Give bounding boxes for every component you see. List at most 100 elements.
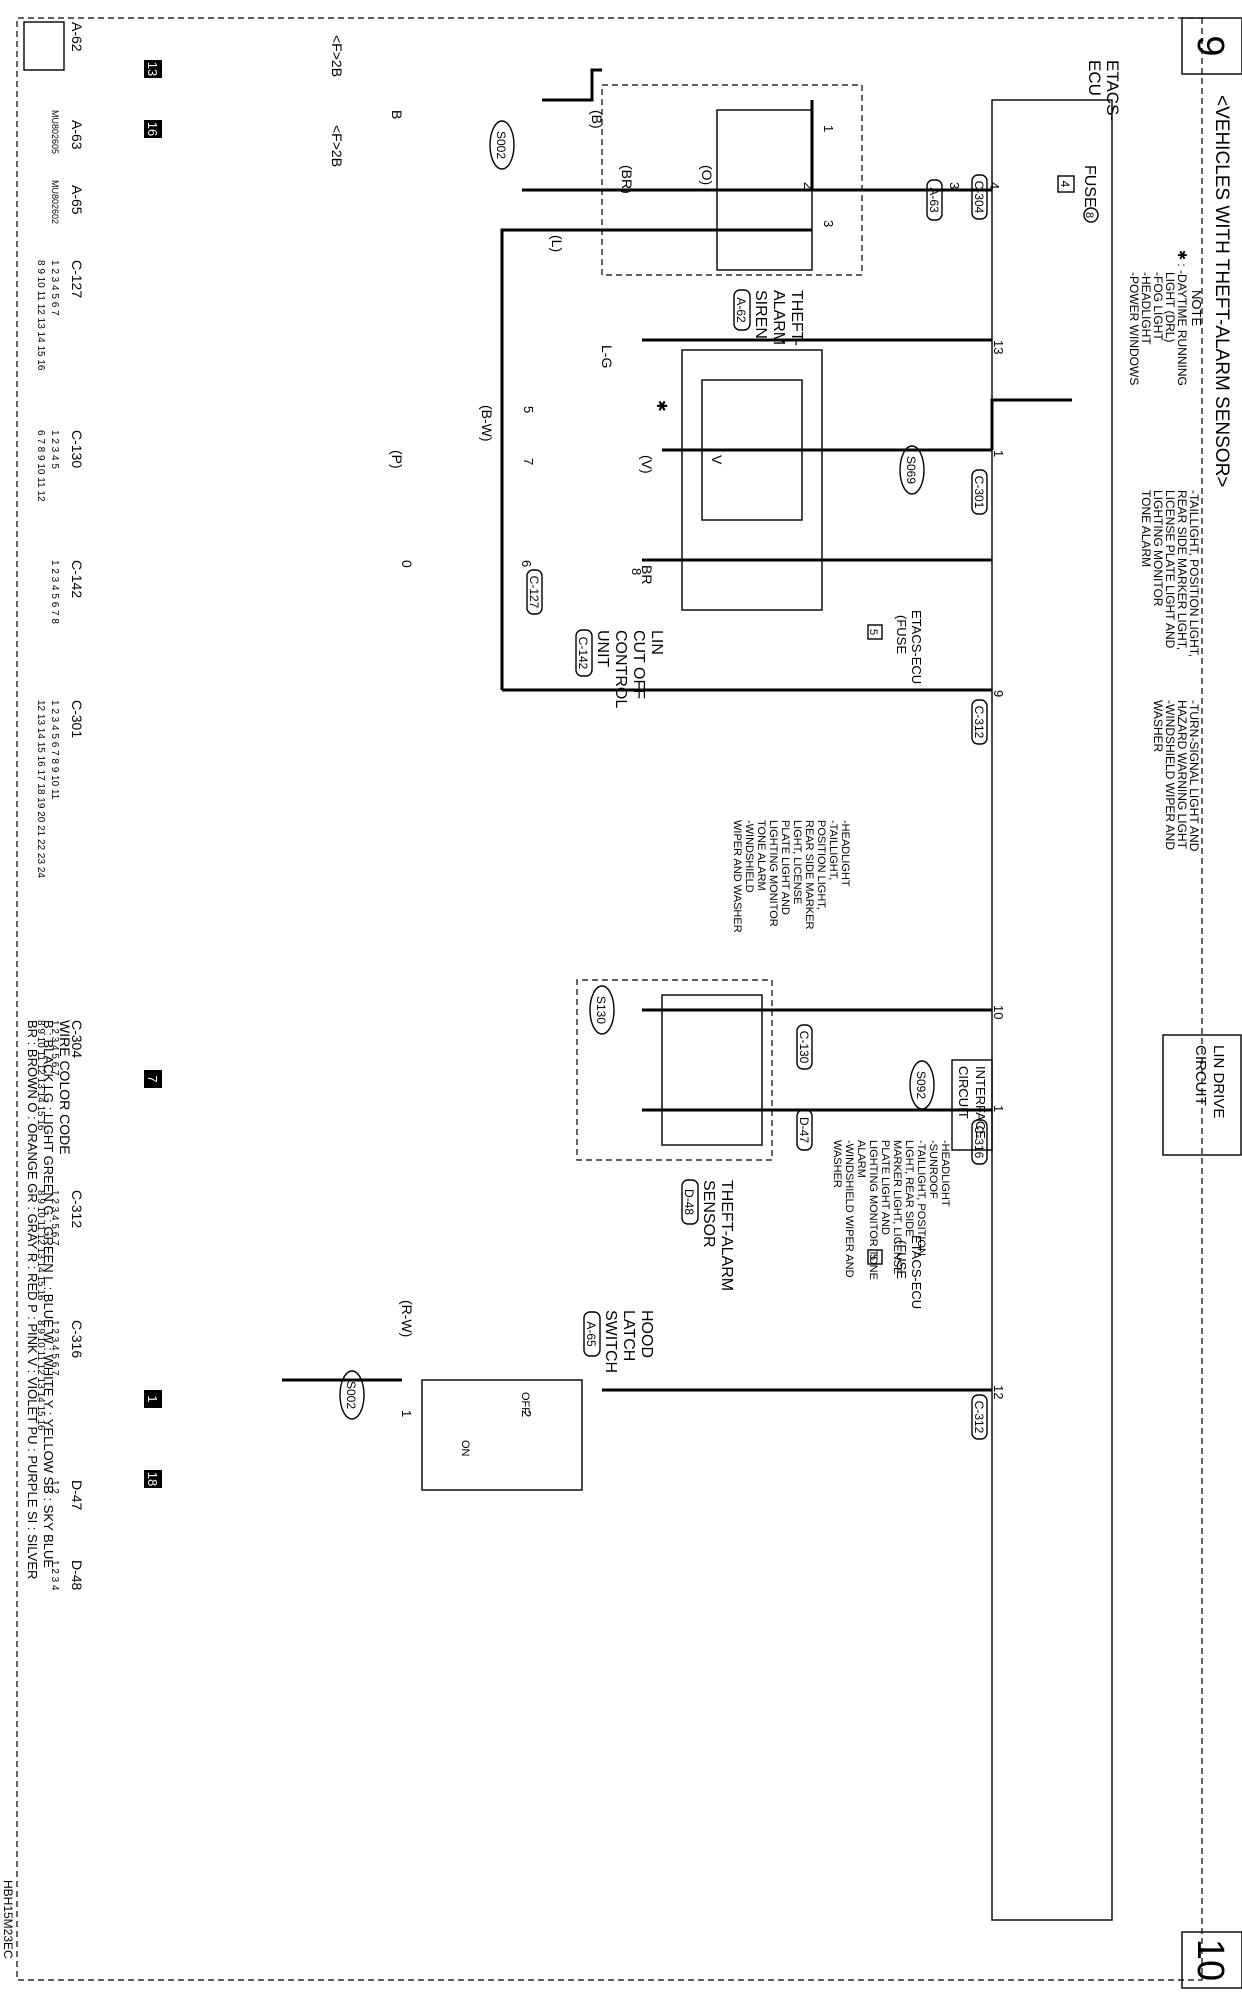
pin-9-c312: 9 [991,690,1006,697]
pin-5: 5 [521,406,536,413]
hood-switch-label-1: HOOD [638,1310,655,1358]
legend-c127: C-127 [69,260,85,298]
wire-label-zero: 0 [399,560,415,568]
diagram-title: <VEHICLES WITH THEFT-ALARM SENSOR> [1211,95,1232,487]
pin-7: 7 [521,458,536,465]
face-c127-1: 1 2 3 4 5 6 7 [49,260,60,316]
prev-page-box[interactable] [1181,17,1242,75]
splices: S002 S069 S130 S092 S002 [339,120,935,1420]
face-c316-2: 8 9 10 11 12 13 14 15 16 [35,1320,46,1431]
siren-label-2: ALARM [770,290,787,345]
branch-list-v: -HEADLIGHT -SUNROOF -TAILLIGHT, POSITION… [831,1140,951,1280]
branch-b-8: -WINDSHIELD WIPER AND [843,1140,855,1278]
etacs-fuse-feeds: ETACS-ECU (FUSE 5 ETACS-ECU (FUSE 5 [867,610,924,1309]
pin-8: 8 [629,568,644,575]
lin-cutoff-ref: C-142 [576,637,590,670]
legend-c304: C-304 [69,1020,85,1058]
sensor-label-2: SENSOR [700,1180,717,1248]
etacs-ecu-box: ETACS- ECU FUSE 8 4 LIN DRIVE CIRCUIT IN… [951,60,1242,1921]
lin-cutoff-label-3: CONTROL [612,630,629,708]
next-page-number[interactable]: 10 [1189,1939,1231,1981]
wire-label-l-paren: (L) [549,235,565,252]
lin-cutoff-unit: LIN CUT OFF CONTROL UNIT C-142 [575,349,823,708]
tag-c130: C-130 [797,1031,811,1064]
branch-a-2: POSITION LIGHT, [815,820,827,910]
fuse-number: 8 [1083,212,1095,218]
hood-switch-ref: A-65 [584,1321,598,1347]
tag-c301: C-301 [972,476,986,509]
hood-switch-on: ON [459,1440,471,1457]
face-c316-1: 1 2 3 4 5 6 7 [49,1320,60,1376]
face-d47-1: 1 2 [49,1480,60,1494]
wire-label-f2b-b: <F>2B [329,125,345,167]
legend-d47: D-47 [69,1480,85,1511]
legend-c316: C-316 [69,1320,85,1358]
tag-c316: C-316 [972,1126,986,1159]
note-col1-2: -FOG LIGHT [1151,272,1165,341]
legend-a62: A-62 [69,22,85,52]
note-col2-4: TONE ALARM [1139,490,1153,567]
wire-label-br-paren: (BR) [619,165,635,194]
pin-4-c304: 4 [987,182,1002,189]
face-c312-1: 1 2 3 4 5 6 7 [49,1190,60,1246]
pin-6-c127: 6 [519,560,534,567]
siren-label-1: THEFT- [788,290,805,346]
hood-switch-label-3: SWITCH [602,1310,619,1373]
fuse-box-number: 4 [1058,181,1072,188]
note-title: NOTE [1189,290,1204,326]
face-c142-1: 1 2 3 4 5 6 7 8 [49,560,60,624]
pin-3-a63: 3 [947,182,962,189]
prev-page-number[interactable]: 9 [1189,35,1231,56]
siren-label-3: SIREN [752,290,769,339]
wire-label-bw-paren: (B-W) [479,405,495,442]
hood-latch-switch: HOOD LATCH SWITCH A-65 OFF ON [421,1310,655,1491]
lin-cutoff-label-2: CUT OFF [630,630,647,699]
branch-a-0: -HEADLIGHT [839,820,851,887]
tag-c312-a: C-312 [972,706,986,739]
ground-18: 18 [145,1472,160,1486]
splice-s069: S069 [904,456,918,484]
branch-a-8: -WINDSHIELD [743,820,755,893]
branch-a-9: WIPER AND WASHER [731,820,743,933]
note-col2-0: -TAILLIGHT, POSITION LIGHT, [1187,490,1201,657]
feed-a-box: 5 [867,629,879,635]
note-col3-2: -WINDSHIELD WIPER AND [1163,700,1177,850]
feed-a-label-2: (FUSE [894,615,909,654]
face-c312-2: 8 9 10 11 12 13 14 15 16 [35,1190,46,1301]
hood-switch-label-2: LATCH [620,1310,637,1361]
pin-13-c301: 13 [991,340,1006,354]
wire-label-br: BR [639,565,655,584]
splice-s092: S092 [914,1071,928,1099]
note-col3-1: HAZARD WARNING LIGHT [1175,700,1189,850]
note-block: NOTE ✱ : -DAYTIME RUNNING LIGHT (DRL) -F… [1127,250,1204,852]
branch-list-lighting: -HEADLIGHT -TAILLIGHT, POSITION LIGHT, R… [731,820,851,933]
pin-2-siren: 2 [801,182,816,189]
tag-c304: C-304 [972,181,986,214]
face-d48-1: 1 2 3 4 [49,1560,60,1591]
branch-b-3: LIGHT, REAR SIDE [903,1140,915,1237]
branch-a-3: REAR SIDE MARKER [803,820,815,929]
branch-b-5: PLATE LIGHT AND [879,1140,891,1235]
wire-label-v-paren: (V) [639,455,655,474]
wire-label-b: B [389,110,405,119]
wire-label-v: V [709,455,725,465]
etacs-ecu-label-1: ETACS- [1103,60,1122,121]
wire-label-f2b-a: <F>2B [329,35,345,77]
fuse-box-frame [1057,175,1075,193]
feed-b-label-2: (FUSE [894,1240,909,1279]
sensor-label-1: THEFT-ALARM [718,1180,735,1291]
tag-d47: D-47 [797,1117,811,1143]
wire-star [990,398,1072,450]
legend-c130: C-130 [69,430,85,468]
face-c304-2: 8 9 10 11 12 13 14 15 16 [35,1020,46,1131]
legend-a63: A-63 [69,120,85,150]
legend-c312: C-312 [69,1190,85,1228]
next-page-box[interactable] [1181,1931,1242,1989]
note-col2-3: LIGHTING MONITOR [1151,490,1165,607]
note-col2-2: LICENSE PLATE LIGHT AND [1163,490,1177,649]
branch-a-6: LIGHTING MONITOR [767,820,779,927]
legend-c301: C-301 [69,700,85,738]
